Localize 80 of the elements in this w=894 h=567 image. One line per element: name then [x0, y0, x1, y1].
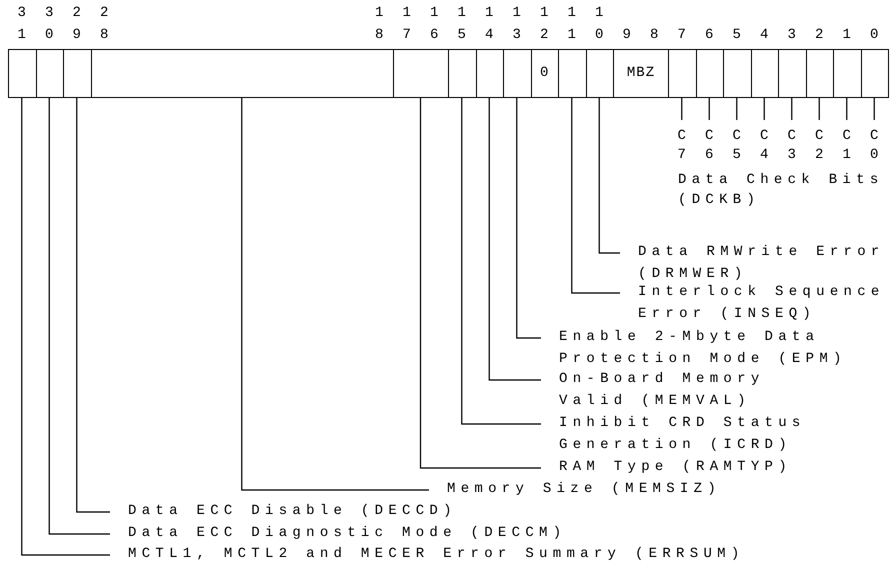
- register-field: [833, 49, 862, 98]
- register-field: [63, 49, 92, 98]
- leader-line: [488, 98, 541, 381]
- field-label: Data Check Bits (DCKB): [678, 171, 885, 210]
- check-bit-label: C 6: [704, 120, 714, 165]
- check-bit-label: C 5: [732, 120, 742, 165]
- bit-number: 29: [72, 4, 82, 45]
- field-description: Inhibit CRD Status Generation (ICRD): [541, 413, 821, 456]
- bit-number: 7: [676, 26, 687, 45]
- check-bit-label: C 7: [676, 120, 687, 165]
- field-description: Data RMWrite Error (DRMWER): [620, 242, 892, 285]
- bit-number: 4: [759, 26, 770, 45]
- field-description: Enable 2-Mbyte Data Protection Mode (EPM): [541, 327, 861, 370]
- leader-line: [76, 98, 110, 513]
- field-description: On-Board Memory Valid (MEMVAL): [541, 369, 821, 412]
- field-description: Data ECC Diagnostic Mode (DECCM): [110, 523, 566, 544]
- register-field: [778, 49, 806, 98]
- register-field: [503, 49, 532, 98]
- bit-tick-line: [764, 98, 765, 120]
- register-field: [448, 49, 476, 98]
- bit-number: 6: [704, 26, 714, 45]
- register-field: [36, 49, 64, 98]
- bit-number: 3: [786, 26, 797, 45]
- field-description: MCTL1, MCTL2 and MECER Error Summary (ERRSUM): [110, 544, 745, 566]
- bit-number: 16: [429, 4, 440, 45]
- register-field: [668, 49, 696, 98]
- bit-tick-line: [818, 98, 820, 120]
- bit-number: 10: [594, 4, 604, 45]
- bit-number: 30: [44, 4, 54, 45]
- leader-line: [48, 98, 110, 535]
- bit-tick-line: [708, 98, 710, 120]
- field-description: Memory Size (MEMSIZ): [429, 479, 722, 500]
- register-field: [723, 49, 752, 98]
- register-field: 0: [530, 49, 559, 98]
- field-description: RAM Type (RAMTYP): [541, 457, 792, 478]
- bit-number: 31: [16, 4, 27, 45]
- bit-number: 11: [566, 4, 577, 45]
- register-field: [750, 49, 779, 98]
- bit-number: 13: [512, 4, 522, 45]
- check-bit-label: C 3: [786, 120, 797, 165]
- register-field: [476, 49, 504, 98]
- check-bit-label: C 0: [869, 120, 880, 165]
- register-field: [586, 49, 614, 98]
- bit-tick-line: [791, 98, 792, 120]
- bit-tick-line: [736, 98, 738, 120]
- bit-number: 5: [732, 26, 742, 45]
- leader-line: [241, 98, 429, 491]
- bit-tick-line: [846, 98, 848, 120]
- register-field: [558, 49, 586, 98]
- register-field: MBZ: [613, 49, 669, 98]
- leader-line: [420, 98, 541, 469]
- bit-tick-line: [874, 98, 875, 120]
- bit-number: 12: [539, 4, 550, 45]
- check-bit-label: C 2: [814, 120, 824, 165]
- bit-tick-line: [681, 98, 682, 120]
- bit-number: 0: [869, 26, 880, 45]
- leader-line: [598, 98, 620, 254]
- bit-number: 14: [484, 4, 494, 45]
- register-field: [860, 49, 889, 98]
- bit-number: 18: [374, 4, 384, 45]
- register-field: [393, 49, 449, 98]
- bit-number: 1: [842, 26, 852, 45]
- bit-number: 15: [456, 4, 467, 45]
- field-description: Data ECC Disable (DECCD): [110, 501, 457, 522]
- register-field: [90, 49, 394, 98]
- leader-line: [571, 98, 620, 294]
- register-field: [696, 49, 724, 98]
- bit-number: 9: [622, 26, 632, 45]
- register-field: [8, 49, 36, 98]
- register-field: [806, 49, 834, 98]
- bit-number: 17: [402, 4, 412, 45]
- bit-number: 28: [99, 4, 110, 45]
- leader-line: [516, 98, 541, 339]
- check-bit-label: C 1: [842, 120, 852, 165]
- bit-number: 2: [814, 26, 824, 45]
- bit-number: 8: [649, 26, 660, 45]
- leader-line: [21, 98, 110, 556]
- leader-line: [461, 98, 541, 425]
- field-description: Interlock Sequence Error (INSEQ): [620, 282, 892, 325]
- check-bit-label: C 4: [759, 120, 770, 165]
